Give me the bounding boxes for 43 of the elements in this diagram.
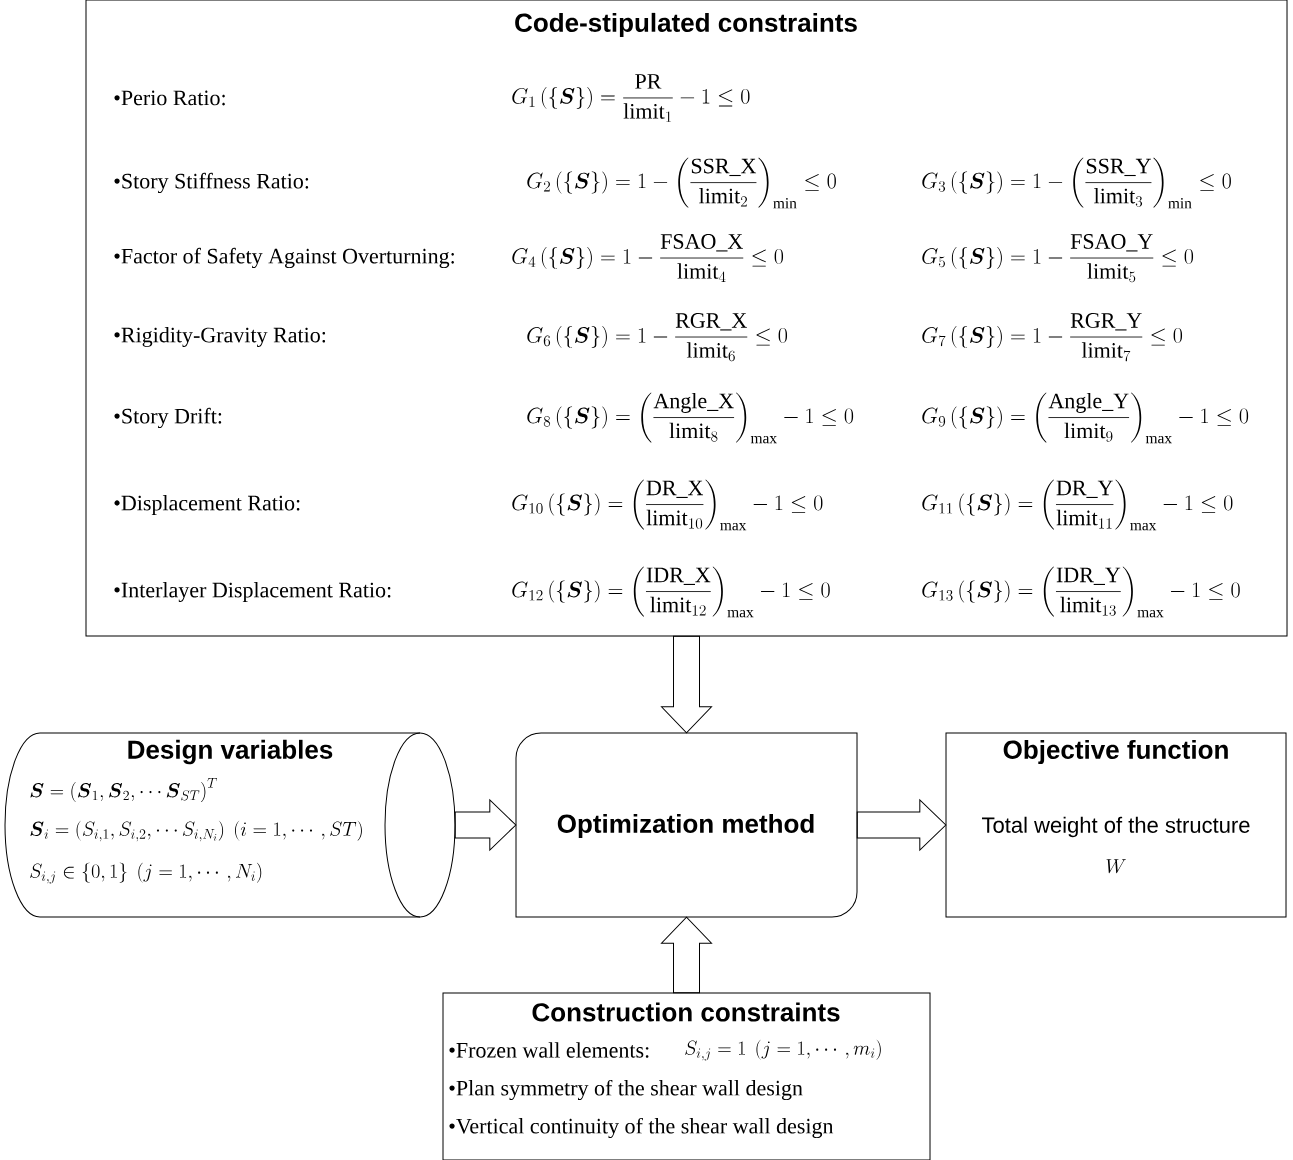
process-box (515, 732, 858, 918)
constraint-label: •Interlayer Displacement Ratio: (114, 582, 391, 602)
box-heading: Construction constraints (532, 1002, 840, 1022)
constraint-label: •Plan symmetry of the shear wall design (449, 1079, 803, 1101)
constraint-label: •Rigidity-Gravity Ratio: (114, 327, 326, 347)
result-box (945, 732, 1287, 918)
constraint-label: •Displacement Ratio: (114, 495, 300, 515)
constraint-formula: $G_4\left(\left\{\boldsymbol{S}\right\}\right)=1-\frac{\text{FSAO\_X}}{\text{limit}_4}\le 0$ (512, 234, 784, 282)
constraint-label: •Vertical continuity of the shear wall design (449, 1117, 834, 1139)
block-arrow (661, 916, 712, 994)
block-arrow (454, 799, 517, 851)
block-arrow (856, 799, 947, 851)
constraint-label: •Perio Ratio: (114, 90, 225, 106)
box-heading: Objective function (1003, 739, 1228, 765)
constraint-formula: $G_8\left(\left\{\boldsymbol{S}\right\}\right)=\left(\frac{\text{Angle\_X}}{\text{limit}_8}\right)_{\max}-1\le 0$ (527, 392, 854, 444)
constraint-formula: $G_{13}\left(\left\{\boldsymbol{S}\right\}\right)=\left(\frac{\text{IDR\_Y}}{\text{limit}_{13}}\right)_{\max}-1\le 0$ (922, 566, 1240, 618)
formula: $\boldsymbol{S}_i=(S_{i,1},S_{i,2},\cdots S_{i,N_i})\ \left(i=1,\cdots,ST\right)$ (30, 820, 362, 842)
constraint-formula: $G_5\left(\left\{\boldsymbol{S}\right\}\right)=1-\frac{\text{FSAO\_Y}}{\text{limit}_5}\le 0$ (922, 234, 1194, 283)
formula: $W$ (1106, 859, 1126, 874)
constraint-formula: $G_{11}\left(\left\{\boldsymbol{S}\right\}\right)=\left(\frac{\text{DR\_Y}}{\text{limit}_{11}}\right)_{\max}-1\le 0$ (922, 479, 1233, 531)
constraint-formula: $G_{10}\left(\left\{\boldsymbol{S}\right\}\right)=\left(\frac{\text{DR\_X}}{\text{limit}_{10}}\right)_{\max}-1\le 0$ (512, 479, 823, 531)
formula: $S_{i,j}\in\left\{0,1\right\}\ \left(j=1,\cdots,N_i\right)$ (30, 862, 262, 884)
panel-heading: Code-stipulated constraints (515, 12, 857, 38)
constraints-box (442, 992, 931, 1160)
constraint-formula: $G_6\left(\left\{\boldsymbol{S}\right\}\right)=1-\frac{\text{RGR\_X}}{\text{limit}_6}\le 0$ (527, 313, 788, 362)
formula: $S_{i,j}=1\ \left(j=1,\cdots,m_i\right)$ (685, 1039, 881, 1061)
cylinder-shape (4, 732, 456, 918)
constraint-label: •Story Stiffness Ratio: (114, 172, 309, 194)
formula: $\boldsymbol{S}=\left(\boldsymbol{S}_1,\boldsymbol{S}_2,\cdots\boldsymbol{S}_{ST}\right)^T$ (30, 778, 217, 803)
block-arrow (661, 635, 712, 734)
constraint-label: •Factor of Safety Against Overturning: (114, 247, 454, 269)
constraint-label: •Story Drift: (114, 407, 222, 429)
box-heading: Optimization method (557, 813, 814, 839)
constraint-formula: $G_3\left(\left\{\boldsymbol{S}\right\}\right)=1-\left(\frac{\text{SSR\_Y}}{\text{limit}_3}\right)_{\min}\le 0$ (922, 157, 1231, 209)
constraint-formula: $G_1\left(\left\{\boldsymbol{S}\right\}\right)=\frac{\text{PR}}{\text{limit}_1}-1\le 0$ (512, 74, 750, 122)
constraints-panel (85, 0, 1288, 637)
constraint-formula: $G_2\left(\left\{\boldsymbol{S}\right\}\right)=1-\left(\frac{\text{SSR\_X}}{\text{limit}_2}\right)_{\min}\le 0$ (527, 157, 836, 209)
box-heading: Design variables (128, 739, 333, 765)
constraint-formula: $G_7\left(\left\{\boldsymbol{S}\right\}\right)=1-\frac{\text{RGR\_Y}}{\text{limit}_7}\le 0$ (922, 313, 1183, 362)
constraint-label: •Frozen wall elements: (449, 1042, 649, 1058)
result-text: Total weight of the structure (982, 816, 1250, 838)
constraint-formula: $G_{12}\left(\left\{\boldsymbol{S}\right\}\right)=\left(\frac{\text{IDR\_X}}{\text{limit}_{12}}\right)_{\max}-1\le 0$ (512, 566, 830, 618)
constraint-formula: $G_9\left(\left\{\boldsymbol{S}\right\}\right)=\left(\frac{\text{Angle\_Y}}{\text{limit}_9}\right)_{\max}-1\le 0$ (922, 392, 1249, 444)
